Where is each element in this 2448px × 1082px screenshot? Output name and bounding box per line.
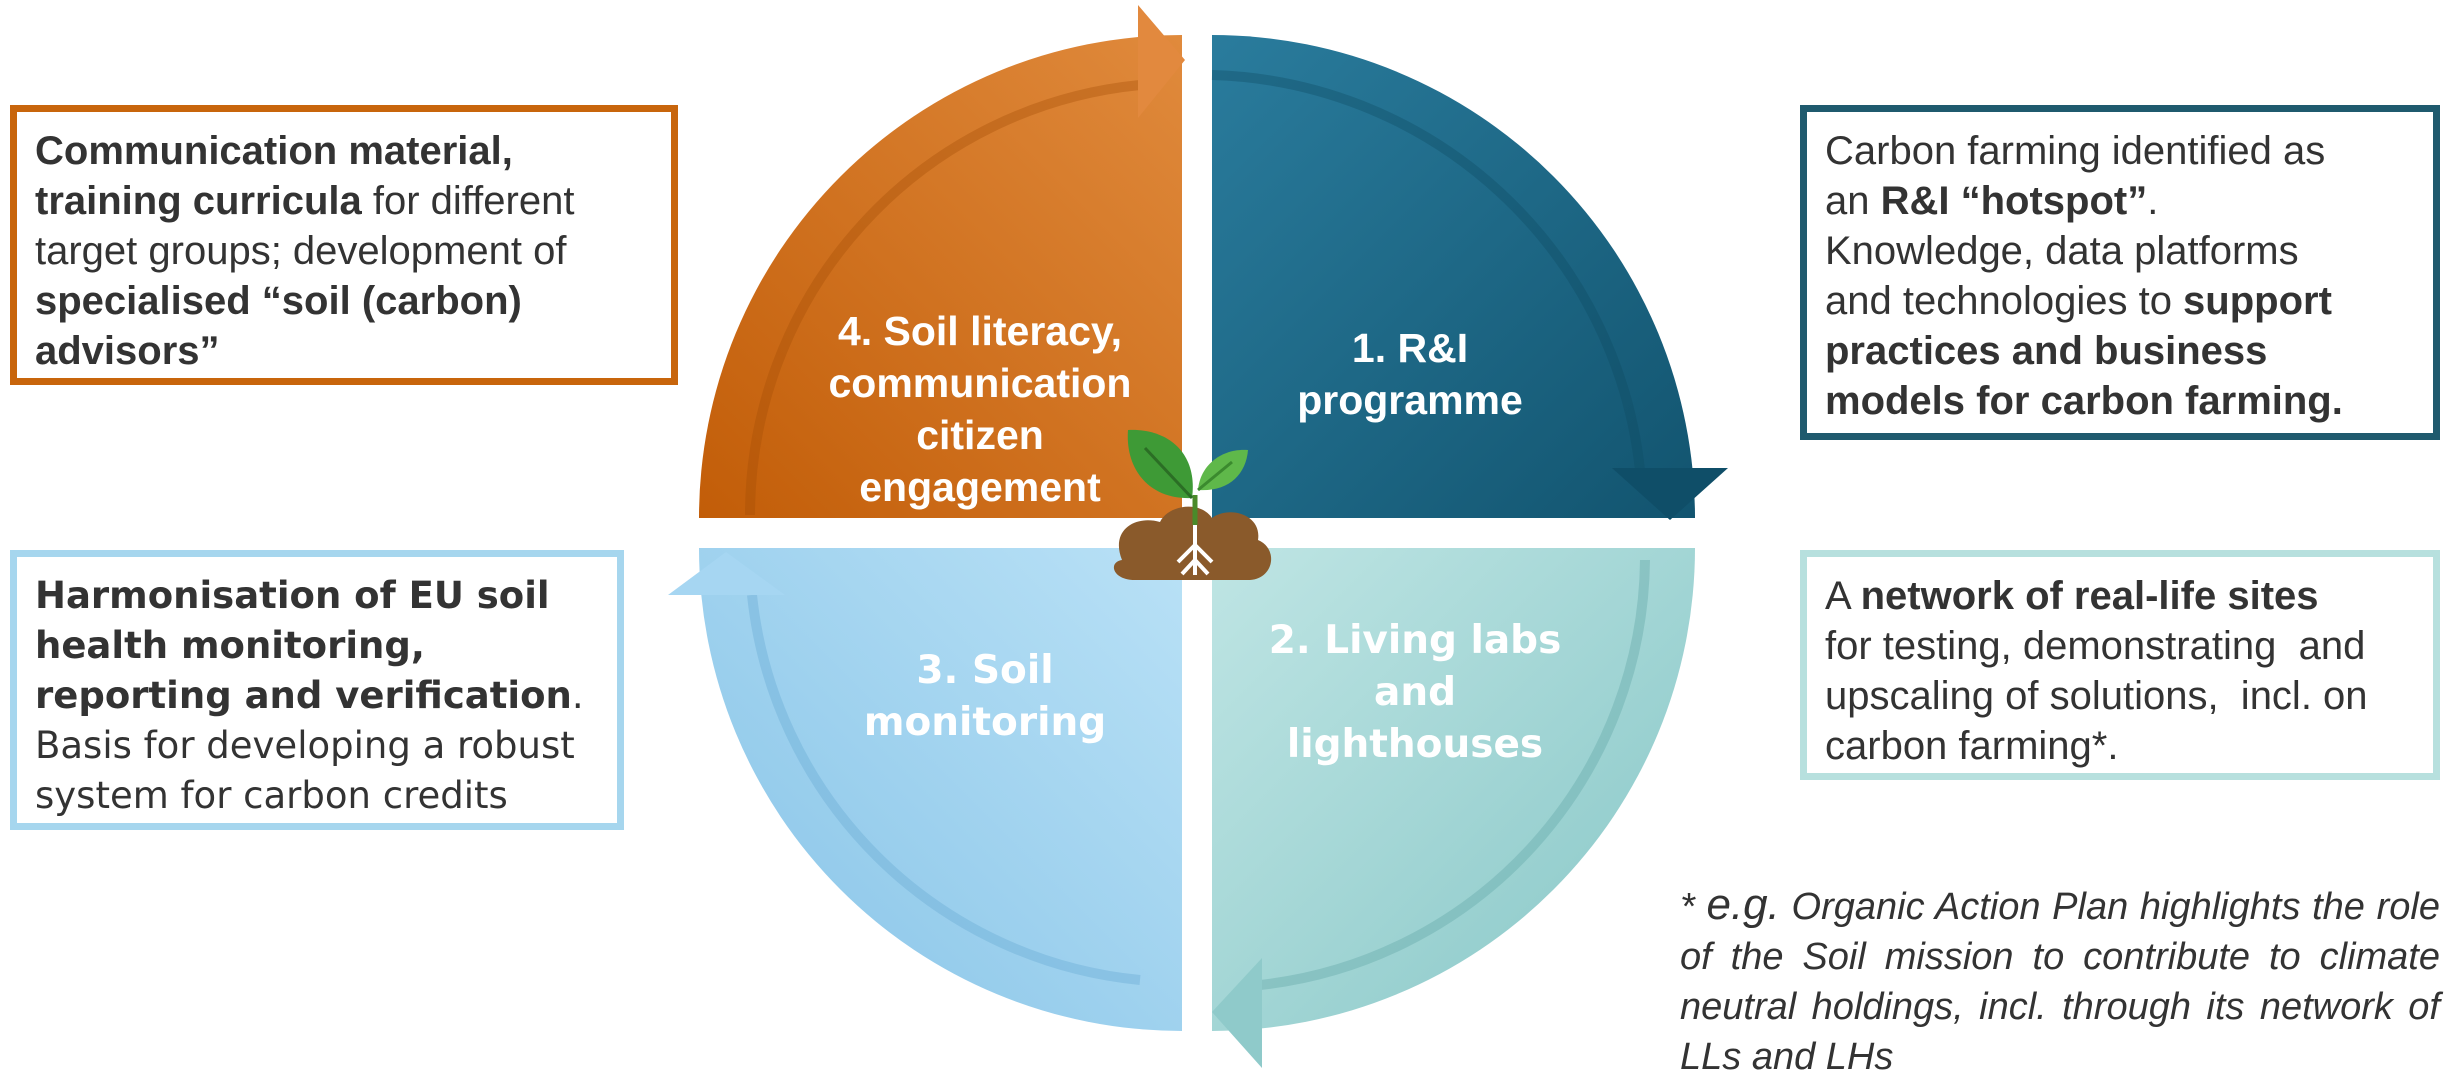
footnote-eg: e.g.: [1706, 880, 1780, 929]
quadrant-3-line-2: monitoring: [863, 700, 1107, 745]
communication-box: Communication material, training curricu…: [10, 105, 678, 385]
quadrant-4-line-1: 4. Soil literacy,: [837, 308, 1123, 354]
tr-line-5: practices and business: [1825, 329, 2268, 373]
research-innovation-box: Carbon farming identified as an R&I “hot…: [1800, 105, 2440, 440]
tr-line-2: an: [1825, 179, 1881, 223]
tr-line-1: Carbon farming identified as: [1825, 129, 2326, 173]
tr-line-4-bold: support: [2183, 279, 2332, 323]
quadrant-4: [699, 5, 1185, 518]
quadrant-3-label: 3. Soil monitoring: [840, 645, 1130, 749]
bl-line-2: health monitoring,: [35, 624, 425, 667]
bl-line-1: Harmonisation of EU soil: [35, 574, 550, 617]
living-labs-box: A network of real-life sites for testing…: [1800, 550, 2440, 780]
monitoring-box: Harmonisation of EU soil health monitori…: [10, 550, 624, 830]
br-line-1: A: [1825, 574, 1861, 618]
quadrant-4-line-3: citizen: [916, 412, 1044, 458]
footnote: * e.g. Organic Action Plan highlights th…: [1680, 880, 2440, 1082]
bl-line-4: Basis for developing a robust: [35, 724, 575, 767]
quadrant-4-line-2: communication: [828, 360, 1132, 406]
bl-line-3: reporting and verification: [35, 674, 572, 717]
bl-line-3-end: .: [571, 674, 584, 717]
tr-line-4: and technologies to: [1825, 279, 2184, 323]
quadrant-3-line-1: 3. Soil: [916, 648, 1054, 693]
footnote-prefix: *: [1680, 886, 1707, 928]
quadrant-4-line-4: engagement: [859, 464, 1101, 510]
quadrant-3: [668, 548, 1182, 1031]
br-line-1-bold: network of real-life sites: [1860, 574, 2319, 618]
quadrant-1-label: 1. R&I programme: [1230, 322, 1590, 426]
quadrant-4-label: 4. Soil literacy, communication citizen …: [795, 305, 1165, 513]
tl-line-5: advisors”: [35, 329, 220, 373]
bl-line-5: system for carbon credits: [35, 774, 508, 817]
quadrant-2-label: 2. Living labs and lighthouses: [1235, 615, 1595, 771]
quadrant-2: [1212, 548, 1695, 1068]
tr-line-3: Knowledge, data platforms: [1825, 229, 2299, 273]
quadrant-2-line-3: lighthouses: [1286, 722, 1544, 767]
plant-sprout-icon: [1113, 429, 1272, 580]
quadrant-1-line-1: 1. R&I: [1351, 325, 1469, 371]
quadrant-1-line-2: programme: [1297, 377, 1523, 423]
quadrant-2-line-1: 2. Living labs: [1268, 618, 1562, 663]
tl-line-3: target groups; development of: [35, 229, 567, 273]
quadrant-2-line-2: and: [1374, 670, 1456, 715]
quadrant-1: [1211, 35, 1728, 520]
br-line-4: carbon farming*.: [1825, 724, 2119, 768]
tl-line-1: Communication material,: [35, 129, 513, 173]
br-line-2: for testing, demonstrating and: [1825, 624, 2366, 668]
tl-line-4: specialised “soil (carbon): [35, 279, 522, 323]
footnote-text: Organic Action Plan highlights the role …: [1680, 886, 2440, 1078]
tr-line-2-bold: R&I “hotspot”: [1880, 179, 2148, 223]
tl-line-2-bold: training curricula: [35, 179, 362, 223]
tl-line-2: for different: [361, 179, 575, 223]
tr-line-6: models for carbon farming.: [1825, 379, 2343, 423]
tr-line-2-end: .: [2147, 179, 2159, 223]
br-line-3: upscaling of solutions, incl. on: [1825, 674, 2368, 718]
